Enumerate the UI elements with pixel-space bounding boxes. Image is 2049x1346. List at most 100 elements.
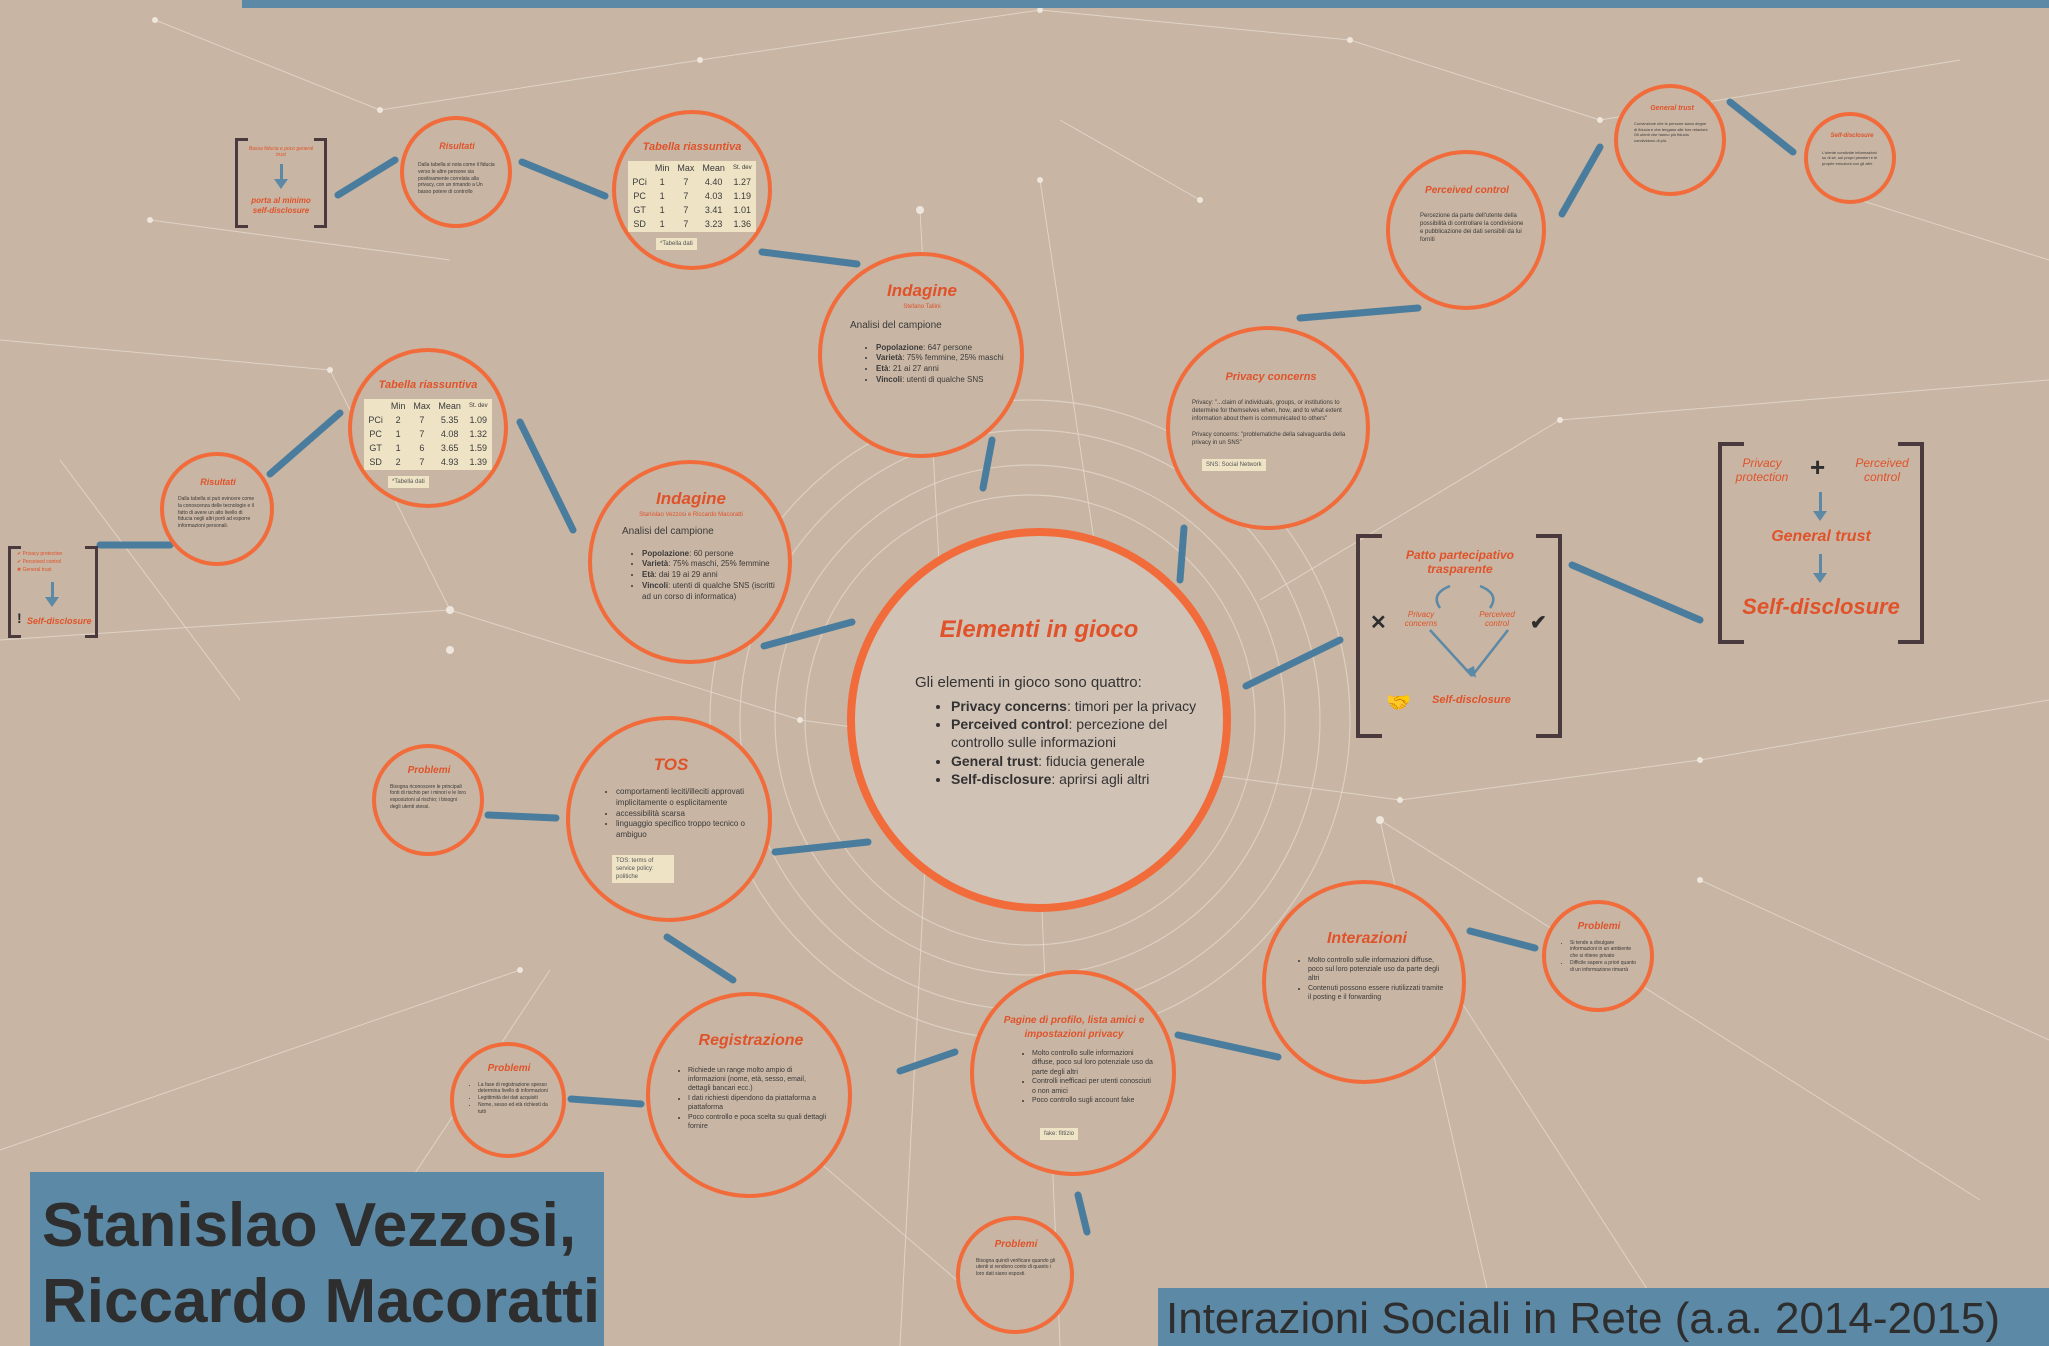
privacy-concerns-def2: Privacy concerns: "problematiche della s… (1192, 432, 1346, 447)
perceived-control-node[interactable]: Perceived control Percezione da parte de… (1386, 150, 1546, 310)
problemi-interazioni-item: Si tende a divulgare informazioni in un … (1570, 940, 1638, 960)
indagine-2-item: Popolazione: 60 persone (642, 549, 776, 560)
indagine-node-1[interactable]: Indagine Stefano Tallini Analisi del cam… (818, 252, 1024, 458)
privacy-concerns-node[interactable]: Privacy concerns Privacy: "...claim of i… (1166, 326, 1370, 530)
tos-node[interactable]: TOS comportamenti leciti/illeciti approv… (566, 716, 772, 922)
problemi-registrazione-node[interactable]: Problemi La fase di registrazione spesso… (450, 1042, 566, 1158)
tos-item: linguaggio specifico troppo tecnico o am… (616, 819, 750, 841)
risultati-node-1[interactable]: Risultati Dalla tabella si nota come il … (400, 116, 512, 228)
interazioni-item: Molto controllo sulle informazioni diffu… (1308, 956, 1446, 984)
bracket-left-mid-item: ✔ Privacy protection (17, 551, 63, 557)
indagine-1-authors: Stefano Tallini (903, 303, 941, 310)
problemi-tos-node[interactable]: Problemi Bisogna riconoscere le principa… (372, 744, 484, 856)
bracket-left-mid-item: ✔ Perceived control (17, 559, 62, 565)
self-disclosure-node-text: L'utente condivide informazioni su di sé… (1822, 150, 1878, 166)
registrazione-item: Richiede un range molto ampio di informa… (688, 1066, 830, 1094)
indagine-1-subtitle: Analisi del campione (850, 320, 942, 332)
center-item: Perceived control: percezione del contro… (951, 715, 1203, 751)
arrow-down-icon (1813, 554, 1827, 583)
self-disclosure-node[interactable]: Self-disclosure L'utente condivide infor… (1804, 112, 1896, 204)
risultati-2-title: Risultati (200, 477, 236, 487)
cross-icon: ✕ (1370, 612, 1387, 634)
center-item: Privacy concerns: timori per la privacy (951, 697, 1203, 715)
tos-chip: TOS: terms of service policy: politiche (612, 854, 674, 884)
interazioni-node[interactable]: Interazioni Molto controllo sulle inform… (1262, 880, 1466, 1084)
authors-box: Stanislao Vezzosi, Riccardo Macoratti (30, 1172, 604, 1346)
tabella-2-title: Tabella riassuntiva (378, 379, 478, 391)
bracket-left-top-line1: Bassa fiducia e poco general trust (248, 146, 314, 158)
indagine-1-item: Varietà: 75% femmine, 25% maschi (876, 353, 1006, 364)
registrazione-node[interactable]: Registrazione Richiede un range molto am… (646, 992, 852, 1198)
bracket-left-mid: ✔ Privacy protection ✔ Perceived control… (8, 546, 98, 638)
perceived-control-text: Percezione da parte dell'utente della po… (1420, 212, 1524, 243)
patto-title: Patto partecipativo trasparente (1405, 548, 1515, 576)
patto-bracket: Patto partecipativo trasparente ✕ Privac… (1356, 534, 1562, 738)
indagine-2-authors: Stanislao Vezzosi e Riccardo Macoratti (639, 511, 743, 518)
center-list: Privacy concerns: timori per la privacy … (937, 697, 1203, 788)
patto-bottom: Self-disclosure (1432, 694, 1511, 706)
patto-right: Perceived control (1479, 610, 1515, 628)
problemi-profilo-title: Problemi (994, 1239, 1038, 1250)
arrow-down-icon (1813, 492, 1827, 521)
bracket-left-top-line3: self-disclosure (252, 206, 310, 215)
risultati-2-text: Dalla tabella si può evincere come la co… (178, 496, 255, 530)
center-node[interactable]: Elementi in gioco Gli elementi in gioco … (847, 528, 1231, 912)
problemi-interazioni-node[interactable]: Problemi Si tende a divulgare informazio… (1542, 900, 1654, 1012)
profilo-chip: fake: fittizio (1040, 1127, 1079, 1140)
interazioni-title: Interazioni (1326, 930, 1407, 947)
right-bracket: Privacy protection + Perceived control G… (1718, 442, 1924, 644)
registrazione-title: Registrazione (698, 1032, 804, 1049)
registrazione-item: I dati richiesti dipendono da piattaform… (688, 1094, 830, 1113)
risultati-1-text: Dalla tabella si nota come il fiducia ve… (418, 162, 495, 196)
self-disclosure-node-title: Self-disclosure (1830, 133, 1874, 139)
bracket-left-top: Bassa fiducia e poco general trust porta… (235, 138, 327, 228)
patto-arrows-icon (1429, 584, 1509, 678)
risultati-1-title: Risultati (439, 141, 475, 151)
interazioni-list: Molto controllo sulle informazioni diffu… (1298, 956, 1446, 1003)
indagine-1-item: Età: 21 ai 27 anni (876, 364, 1006, 375)
problemi-registrazione-item: La fase di registrazione spesso determin… (478, 1082, 550, 1096)
problemi-profilo-node[interactable]: Problemi Bisogna quindi verificare quand… (956, 1216, 1074, 1334)
top-bar (242, 0, 2049, 8)
problemi-interazioni-item: Difficile sapere a priori quanto di un i… (1570, 960, 1638, 974)
problemi-tos-title: Problemi (407, 765, 451, 776)
profilo-title: Pagine di profilo, lista amici e imposta… (1003, 1015, 1145, 1040)
indagine-1-item: Popolazione: 647 persone (876, 343, 1006, 354)
perceived-control-title: Perceived control (1425, 185, 1509, 196)
indagine-node-2[interactable]: Indagine Stanislao Vezzosi e Riccardo Ma… (588, 460, 792, 664)
bracket-left-mid-item: ✖ General trust (17, 567, 52, 573)
risultati-node-2[interactable]: Risultati Dalla tabella si può evincere … (160, 452, 274, 566)
problemi-registrazione-list: La fase di registrazione spesso determin… (468, 1082, 550, 1116)
indagine-2-list: Popolazione: 60 persone Varietà: 75% mas… (632, 549, 776, 603)
right-bracket-middle: General trust (1771, 528, 1871, 545)
problemi-tos-text: Bisogna riconoscere le principali fonti … (390, 783, 466, 810)
authors-line-2: Riccardo Macoratti (42, 1267, 601, 1336)
indagine-2-item: Età: dai 19 ai 29 anni (642, 570, 776, 581)
problemi-interazioni-list: Si tende a divulgare informazioni in un … (1560, 940, 1638, 974)
tabella-1-title: Tabella riassuntiva (642, 141, 742, 153)
general-trust-node[interactable]: General trust Convinzione che le persone… (1614, 84, 1726, 196)
indagine-2-item: Varietà: 75% maschi, 25% femmine (642, 559, 776, 570)
profilo-node[interactable]: Pagine di profilo, lista amici e imposta… (970, 970, 1176, 1176)
right-bracket-left: Privacy protection (1735, 456, 1789, 484)
problemi-registrazione-title: Problemi (487, 1063, 531, 1074)
check-icon: ✔ (1530, 612, 1547, 634)
problemi-registrazione-item: Nome, sesso ed età richiesti da tutti (478, 1102, 550, 1116)
center-intro: Gli elementi in gioco sono quattro: (915, 674, 1142, 691)
exclamation-icon: ! (17, 610, 22, 626)
center-item: General trust: fiducia generale (951, 752, 1203, 770)
tos-title: TOS (653, 755, 689, 774)
authors-line-1: Stanislao Vezzosi, (42, 1191, 577, 1260)
indagine-1-title: Indagine (887, 281, 957, 300)
privacy-concerns-title: Privacy concerns (1225, 371, 1317, 383)
bracket-left-top-line2: porta al minimo (251, 196, 311, 205)
right-bracket-bottom: Self-disclosure (1742, 594, 1900, 619)
